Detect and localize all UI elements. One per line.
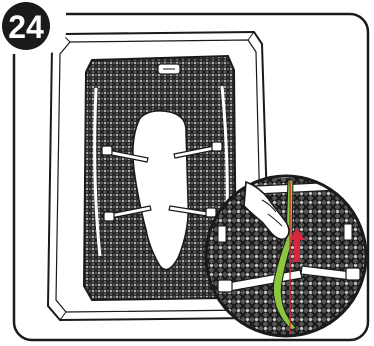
step-number: 24 <box>8 9 44 45</box>
step-number-badge: 24 <box>0 0 66 54</box>
